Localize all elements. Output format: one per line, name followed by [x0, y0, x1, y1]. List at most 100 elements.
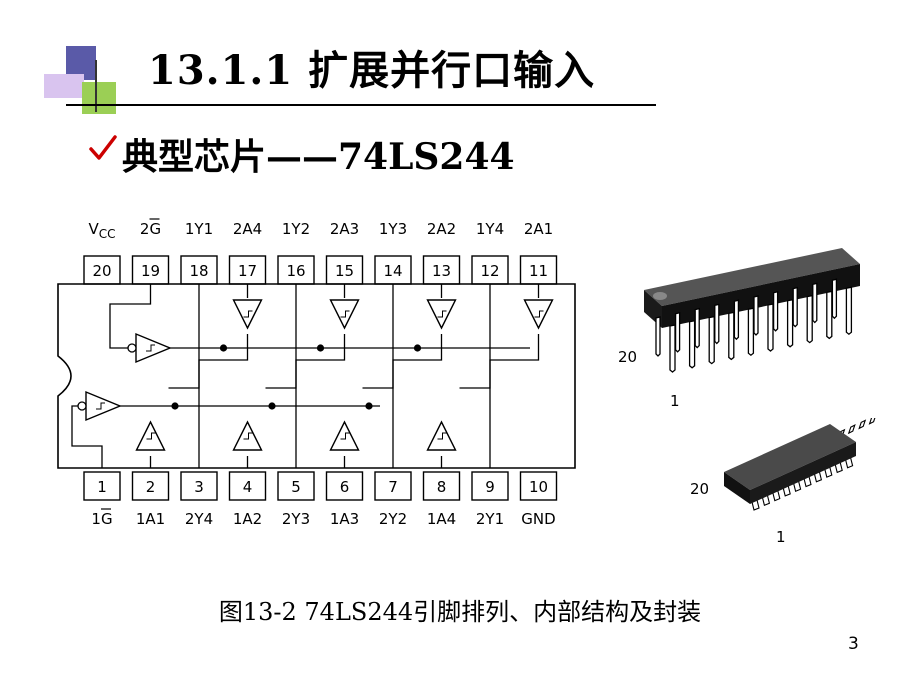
bottom-pin-box [228, 471, 267, 501]
so-leg [847, 424, 856, 435]
dip-leg [812, 282, 818, 324]
top-pin-number: 11 [529, 262, 548, 280]
page-number: 3 [848, 634, 859, 654]
top-pin-name: 1Y1 [185, 220, 213, 238]
top-pin-name: 2A1 [524, 220, 553, 238]
bottom-pin-name: 2Y4 [185, 510, 213, 528]
wire [265, 284, 297, 389]
wire [459, 284, 491, 389]
bottom-pin-box [471, 471, 509, 501]
dip-pin-1-label: 1 [670, 392, 680, 410]
top-pin-number: 13 [432, 262, 451, 280]
tristate-buffer-symbol [85, 390, 122, 422]
bottom-pin-number: 5 [291, 478, 301, 496]
wire [489, 334, 540, 468]
top-pin-number: 14 [383, 262, 402, 280]
top-pin-name: 1Y4 [476, 220, 504, 238]
top-pin-name: 1Y3 [379, 220, 407, 238]
hysteresis-mark [437, 310, 447, 318]
so-pin-1-label: 1 [776, 528, 786, 546]
junction-dot [365, 402, 373, 410]
tristate-buffer-symbol [135, 420, 166, 451]
bottom-pin-box [83, 471, 121, 501]
top-pin-number: 19 [141, 262, 160, 280]
bottom-pin-box [374, 471, 412, 501]
decor-vertical-line [95, 60, 97, 112]
bottom-pin-box [131, 471, 170, 501]
junction-dot [413, 344, 422, 352]
top-pin-name: 2A4 [233, 220, 262, 238]
so-leg [858, 419, 867, 430]
figure-caption: 图13-2 74LS244引脚排列、内部结构及封装 [218, 598, 702, 626]
bottom-pin-number: 3 [194, 478, 204, 496]
bottom-pin-box [277, 471, 315, 501]
top-pin-number: 20 [92, 262, 111, 280]
top-pin-box [83, 255, 121, 285]
bottom-pin-box [180, 471, 218, 501]
bottom-pin-number: 10 [529, 478, 548, 496]
bottom-pin-name: 1A2 [233, 510, 262, 528]
tristate-buffer-symbol [426, 420, 457, 451]
top-pin-name: 2G [140, 220, 161, 238]
dip-leg [792, 286, 798, 328]
junction-dot [171, 402, 179, 410]
junction-dot [219, 344, 228, 352]
top-pin-box [131, 255, 170, 285]
dip-leg [753, 295, 759, 336]
bottom-pin-name: 2Y2 [379, 510, 407, 528]
wire [362, 284, 394, 389]
bottom-pin-name: 2Y1 [476, 510, 504, 528]
top-pin-number: 12 [480, 262, 499, 280]
bottom-pin-box [325, 471, 364, 501]
top-pin-box [277, 255, 315, 285]
tristate-buffer-symbol [135, 332, 172, 364]
dip-leg [708, 315, 715, 365]
bottom-pin-number: 8 [437, 478, 447, 496]
bottom-pin-number: 2 [146, 478, 156, 496]
so-pin-20-label: 20 [690, 480, 709, 498]
dip-pin-20-label: 20 [618, 348, 637, 366]
dip-leg [728, 311, 735, 361]
top-pin-number: 18 [189, 262, 208, 280]
dip-leg [826, 290, 833, 340]
bottom-pin-box [519, 471, 558, 501]
bottom-pin-number: 7 [388, 478, 398, 496]
hysteresis-mark [96, 402, 105, 410]
dip-leg [747, 307, 755, 357]
dip-leg [714, 303, 720, 345]
top-pin-box [180, 255, 218, 285]
top-pin-number: 15 [335, 262, 354, 280]
wire [109, 284, 152, 349]
dip-leg [733, 299, 740, 341]
bottom-pin-name: 1A4 [427, 510, 456, 528]
dip-leg [694, 307, 700, 349]
inversion-bubble [127, 343, 137, 353]
decor-square-lavender [44, 74, 84, 98]
so-leg [868, 418, 876, 425]
dip-leg [845, 286, 853, 336]
inversion-bubble [77, 401, 87, 411]
dip-leg [806, 294, 813, 344]
tristate-buffer-symbol [426, 299, 457, 330]
tristate-buffer-symbol [329, 420, 360, 451]
bottom-pin-name: 2Y3 [282, 510, 310, 528]
dip-leg [772, 290, 779, 332]
checkmark-icon [88, 133, 118, 167]
top-pin-box [374, 255, 412, 285]
dip-leg [786, 299, 794, 348]
top-pin-name: 2A3 [330, 220, 359, 238]
bottom-pin-name: 1A1 [136, 510, 165, 528]
decor-square-green [82, 82, 116, 114]
top-pin-number: 16 [286, 262, 305, 280]
dip-leg [674, 311, 681, 353]
hysteresis-mark [340, 310, 350, 318]
chip-body-outline [57, 283, 576, 469]
pinout-diagram: 20VCC192G181Y1172A4161Y2152A3141Y3132A21… [57, 218, 576, 528]
bottom-pin-box [422, 471, 461, 501]
dip-leg [655, 316, 661, 357]
title-underline [66, 104, 656, 106]
bottom-pin-name: 1A3 [330, 510, 359, 528]
bottom-pin-name: GND [521, 510, 555, 528]
tristate-buffer-symbol [232, 420, 263, 451]
top-pin-number: 17 [238, 262, 257, 280]
